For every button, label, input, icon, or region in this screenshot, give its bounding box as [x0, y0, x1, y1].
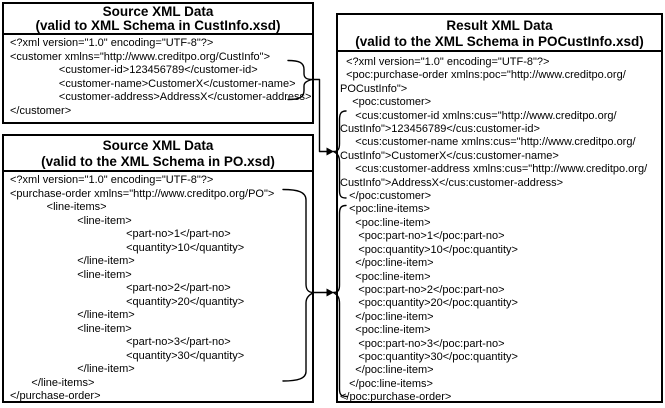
result-box: Result XML Data (valid to the XML Schema…: [336, 13, 663, 403]
result-subtitle: (valid to the XML Schema in POCustInfo.x…: [355, 34, 644, 49]
source-po-xml-code: <?xml version="1.0" encoding="UTF-8"?> <…: [10, 174, 275, 402]
arrowhead-custinfo-icon: [326, 147, 334, 156]
result-xml-code: <?xml version="1.0" encoding="UTF-8"?> <…: [340, 56, 648, 404]
source-po-title: Source XML Data: [102, 138, 214, 153]
source-custinfo-subtitle: (valid to XML Schema in CustInfo.xsd): [35, 18, 281, 33]
source-po-subtitle: (valid to the XML Schema in PO.xsd): [41, 154, 275, 169]
source-po-header: Source XML Data (valid to the XML Schema…: [4, 136, 312, 172]
result-title: Result XML Data: [446, 18, 553, 33]
source-custinfo-box: Source XML Data (valid to XML Schema in …: [2, 2, 314, 124]
result-header: Result XML Data (valid to the XML Schema…: [338, 15, 661, 52]
source-custinfo-xml-code: <?xml version="1.0" encoding="UTF-8"?> <…: [10, 37, 312, 117]
connector-custinfo-to-result-icon: [312, 78, 328, 153]
source-custinfo-header: Source XML Data (valid to XML Schema in …: [4, 4, 312, 35]
arrowhead-po-icon: [326, 288, 334, 297]
source-custinfo-title: Source XML Data: [102, 4, 214, 19]
source-po-box: Source XML Data (valid to the XML Schema…: [2, 134, 314, 403]
